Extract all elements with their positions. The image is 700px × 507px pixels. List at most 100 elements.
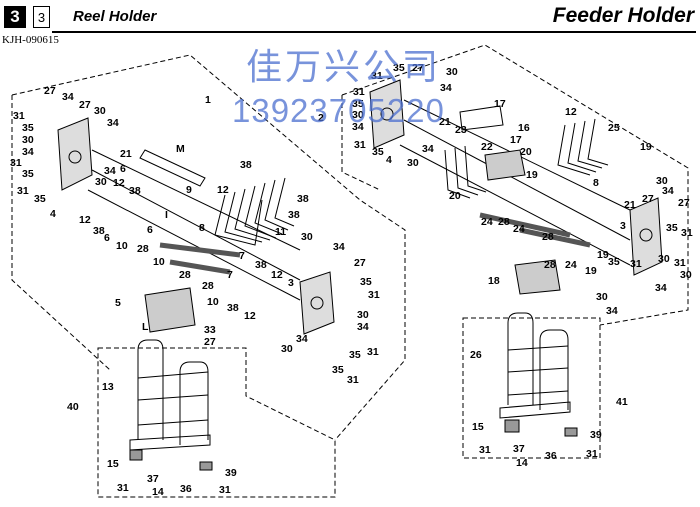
callout-label: 34 — [107, 117, 119, 129]
callout-label: 30 — [301, 231, 313, 243]
reel-holder-title: Reel Holder — [73, 8, 157, 25]
callout-label: 18 — [488, 275, 500, 287]
callout-label: 35 — [332, 364, 344, 376]
callout-label: 28 — [542, 231, 554, 243]
callout-label: 38 — [93, 225, 105, 237]
callout-label: 1 — [205, 94, 211, 106]
callout-label: 20 — [520, 146, 532, 158]
callout-label: 41 — [616, 396, 628, 408]
callout-label: 30 — [407, 157, 419, 169]
feeder-holder-title: Feeder Holder — [552, 4, 694, 27]
callout-label: 5 — [115, 297, 121, 309]
callout-label: 15 — [472, 421, 484, 433]
callout-label: 34 — [333, 241, 345, 253]
header-rule — [52, 31, 696, 33]
callout-label: 30 — [357, 309, 369, 321]
section-number-badge: 3 — [4, 6, 26, 28]
callout-label: 12 — [244, 310, 256, 322]
callout-label: 31 — [371, 70, 383, 82]
callout-label: 37 — [147, 473, 159, 485]
callout-label: 27 — [642, 193, 654, 205]
callout-label: 38 — [129, 185, 141, 197]
callout-label: 26 — [470, 349, 482, 361]
callout-label: 28 — [202, 280, 214, 292]
callout-label: 35 — [666, 222, 678, 234]
left-spring-6 — [159, 242, 241, 258]
callout-label: 39 — [225, 467, 237, 479]
callout-label: 30 — [95, 176, 107, 188]
callout-label: 36 — [180, 483, 192, 495]
callout-label: 19 — [585, 265, 597, 277]
callout-label: 35 — [349, 349, 361, 361]
callout-label: 35 — [22, 122, 34, 134]
callout-label: 21 — [439, 116, 451, 128]
callout-label: 9 — [186, 184, 192, 196]
callout-label: 15 — [107, 458, 119, 470]
callout-label: 38 — [288, 209, 300, 221]
callout-label: 12 — [271, 269, 283, 281]
callout-label: 14 — [516, 457, 528, 469]
callout-label: 34 — [62, 91, 74, 103]
callout-label: 19 — [597, 249, 609, 261]
left-assembly-outline — [11, 54, 406, 441]
callout-label: 34 — [352, 121, 364, 133]
callout-label: 27 — [354, 257, 366, 269]
right-ladder-stand — [499, 312, 578, 437]
callout-label: 21 — [624, 199, 636, 211]
callout-label: 30 — [680, 269, 692, 281]
callout-label: 33 — [204, 324, 216, 336]
callout-label: 12 — [113, 177, 125, 189]
callout-label: L — [142, 321, 149, 333]
callout-label: 11 — [275, 226, 286, 238]
callout-label: 6 — [147, 224, 153, 236]
callout-label: 3 — [288, 277, 294, 289]
callout-label: 27 — [678, 197, 690, 209]
callout-label: 25 — [608, 122, 620, 134]
callout-label: 35 — [372, 146, 384, 158]
callout-label: 36 — [545, 450, 557, 462]
callout-label: 30 — [658, 253, 670, 265]
callout-label: 31 — [117, 482, 129, 494]
callout-label: 17 — [494, 98, 506, 110]
callout-label: 38 — [297, 193, 309, 205]
callout-label: 12 — [217, 184, 229, 196]
callout-label: 12 — [79, 214, 91, 226]
callout-label: 30 — [22, 134, 34, 146]
callout-label: 35 — [393, 62, 405, 74]
callout-label: 24 — [565, 259, 577, 271]
callout-label: 22 — [481, 141, 493, 153]
left-spring-6b — [169, 259, 231, 275]
callout-label: 28 — [179, 269, 191, 281]
left-side-plate — [57, 117, 93, 191]
watermark-phone: 13923705220 — [232, 92, 445, 129]
callout-label: 28 — [498, 216, 510, 228]
document-code: KJH-090615 — [2, 34, 59, 46]
callout-label: 8 — [593, 177, 599, 189]
callout-label: 12 — [565, 106, 577, 118]
callout-label: 31 — [347, 374, 359, 386]
callout-label: 31 — [10, 157, 22, 169]
right-tray — [514, 259, 561, 295]
callout-label: 6 — [120, 163, 126, 175]
callout-label: 31 — [13, 110, 25, 122]
callout-label: 31 — [219, 484, 231, 496]
callout-label: 20 — [449, 190, 461, 202]
right-reel-guides — [444, 118, 609, 199]
callout-label: 13 — [102, 381, 114, 393]
right-assembly-outline — [341, 44, 689, 326]
callout-label: 31 — [354, 139, 366, 151]
callout-label: 7 — [227, 269, 233, 281]
callout-label: 19 — [640, 141, 652, 153]
callout-label: 31 — [630, 258, 642, 270]
callout-label: 39 — [590, 429, 602, 441]
callout-label: 24 — [481, 216, 493, 228]
right-stand-box — [462, 317, 601, 459]
callout-label: 27 — [412, 62, 424, 74]
callout-label: 35 — [608, 256, 620, 268]
callout-label: 34 — [655, 282, 667, 294]
callout-label: 30 — [94, 105, 106, 117]
section-index-box: 3 — [33, 6, 50, 28]
left-ladder-stand — [129, 339, 213, 471]
callout-label: 30 — [596, 291, 608, 303]
callout-label: 40 — [67, 401, 79, 413]
